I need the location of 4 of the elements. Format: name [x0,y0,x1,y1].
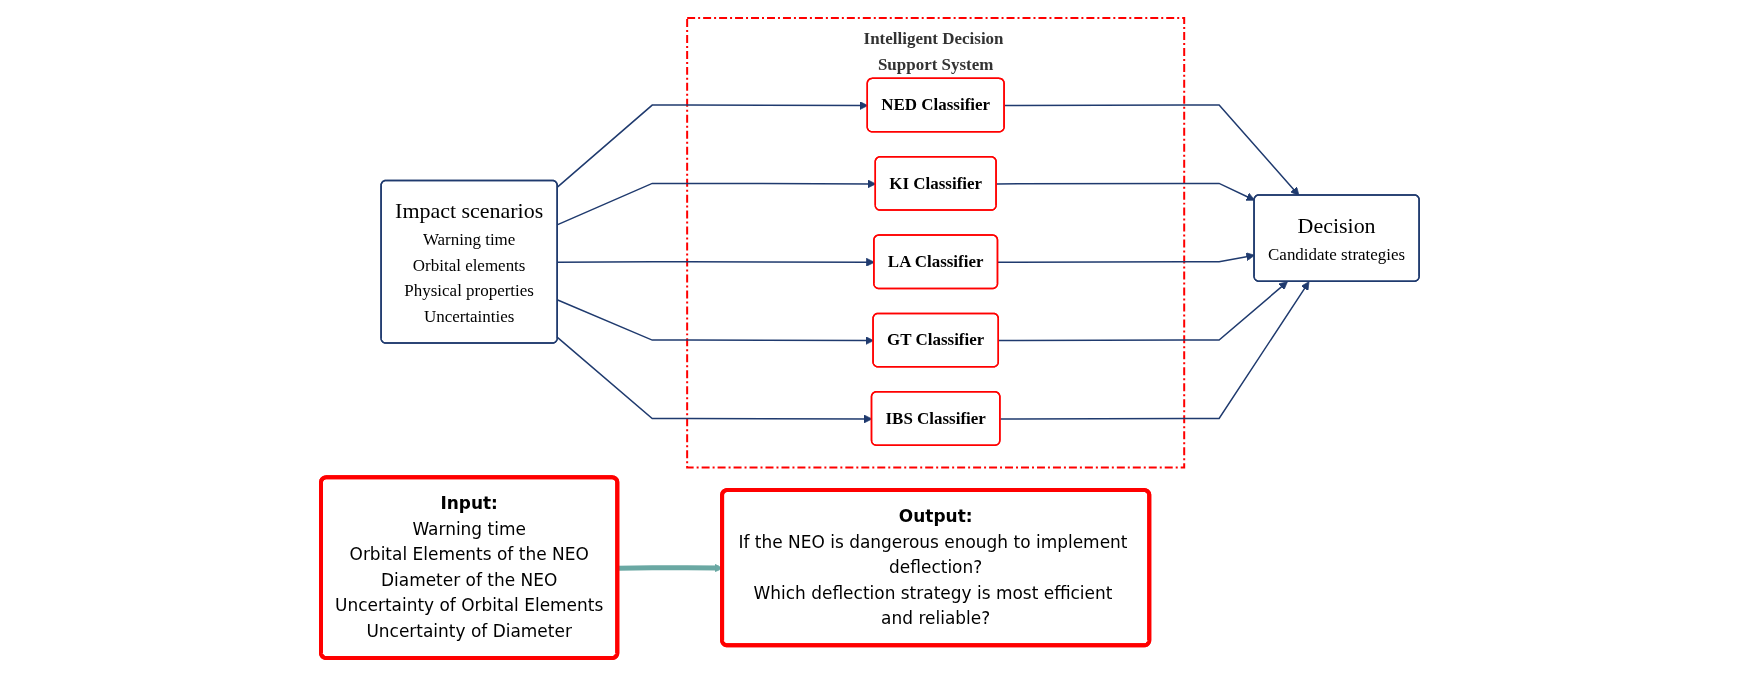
arrow [998,281,1289,342]
arrow [996,182,1256,201]
arrow [1004,104,1300,196]
arrow [1000,281,1310,420]
